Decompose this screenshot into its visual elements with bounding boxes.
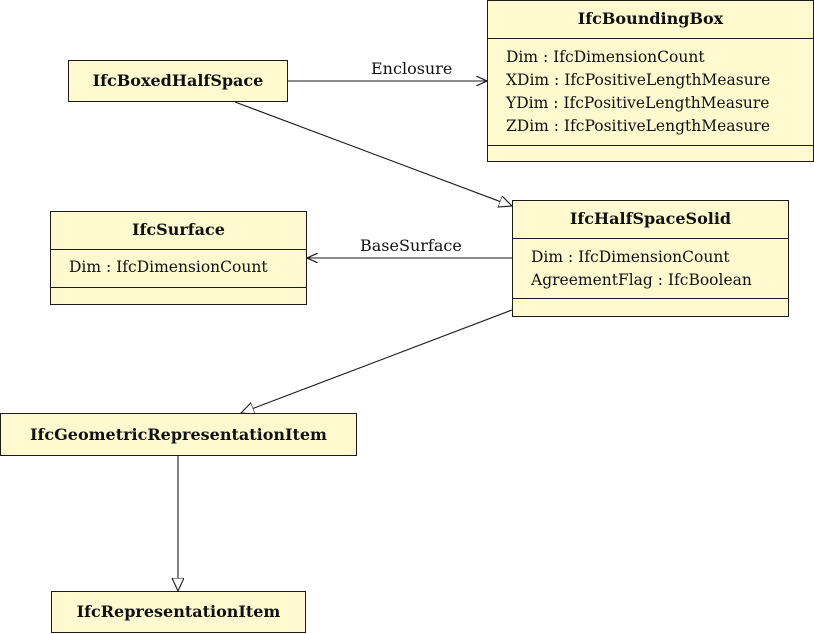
operation-compartment <box>51 287 306 304</box>
enclosure-label: Enclosure <box>371 59 452 78</box>
class-name: IfcHalfSpaceSolid <box>569 209 732 228</box>
class-ifc-half-space-solid[interactable]: IfcHalfSpaceSolid Dim : IfcDimensionCoun… <box>512 200 789 317</box>
generalization-boxed-to-halfspace <box>234 101 512 206</box>
class-ifc-surface[interactable]: IfcSurface Dim : IfcDimensionCount <box>50 211 307 305</box>
attribute: ZDim : IfcPositiveLengthMeasure <box>506 117 771 135</box>
attribute: Dim : IfcDimensionCount <box>69 258 268 276</box>
class-ifc-geometric-representation-item[interactable]: IfcGeometricRepresentationItem <box>0 413 357 456</box>
attribute: Dim : IfcDimensionCount <box>506 48 705 66</box>
class-name: IfcRepresentationItem <box>76 602 281 621</box>
attribute-compartment: Dim : IfcDimensionCount <box>51 249 306 287</box>
attribute: AgreementFlag : IfcBoolean <box>531 271 752 289</box>
attribute-compartment: Dim : IfcDimensionCount XDim : IfcPositi… <box>488 38 813 145</box>
attribute: Dim : IfcDimensionCount <box>531 248 730 266</box>
generalization-halfspace-to-geometric <box>241 309 513 413</box>
class-ifc-representation-item[interactable]: IfcRepresentationItem <box>51 591 306 633</box>
attribute-compartment: Dim : IfcDimensionCount AgreementFlag : … <box>513 238 788 298</box>
operation-compartment <box>488 145 813 161</box>
attribute: YDim : IfcPositiveLengthMeasure <box>506 94 770 112</box>
basesurface-label: BaseSurface <box>360 236 462 255</box>
attribute: XDim : IfcPositiveLengthMeasure <box>506 71 771 89</box>
operation-compartment <box>513 298 788 316</box>
class-ifc-boxed-half-space[interactable]: IfcBoxedHalfSpace <box>68 60 288 102</box>
class-ifc-bounding-box[interactable]: IfcBoundingBox Dim : IfcDimensionCount X… <box>487 0 814 162</box>
class-name: IfcBoundingBox <box>577 9 724 28</box>
class-name: IfcSurface <box>132 220 225 239</box>
class-name: IfcGeometricRepresentationItem <box>30 425 327 444</box>
class-name: IfcBoxedHalfSpace <box>92 71 264 90</box>
